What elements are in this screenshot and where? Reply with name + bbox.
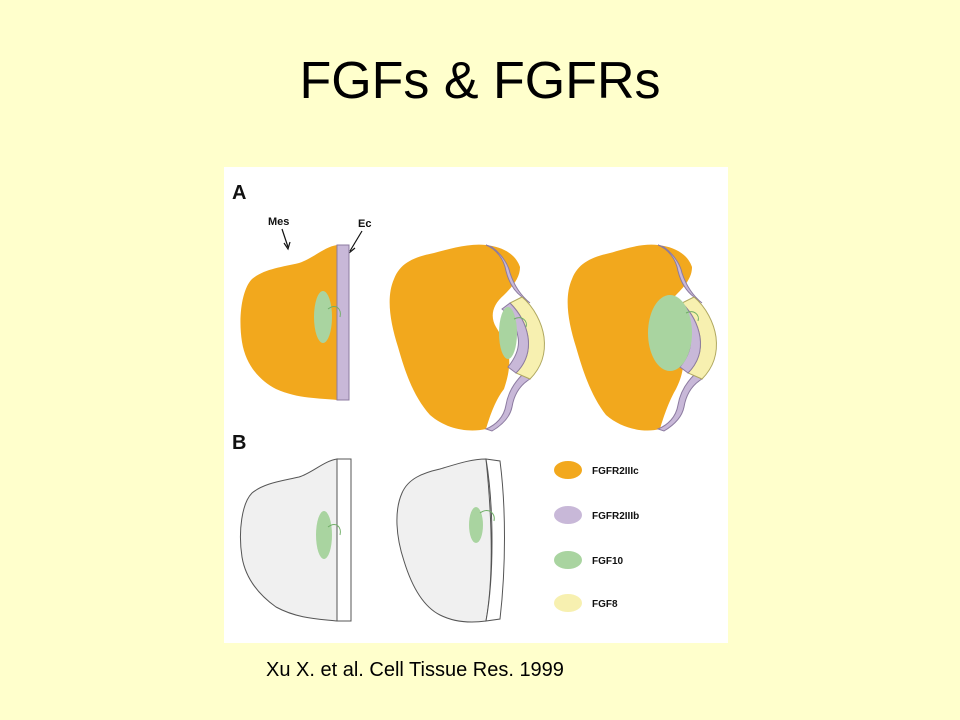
- mesenchyme-shape-a2: [389, 244, 520, 431]
- ec-arrow-line: [349, 230, 363, 252]
- legend-label-fgf8: FGF8: [592, 599, 618, 610]
- legend-swatch-fgf8: [554, 594, 582, 612]
- outline-shape-b1: [239, 458, 338, 622]
- legend-label-fgfr2iiic: FGFR2IIIc: [592, 466, 639, 477]
- ectoderm-a1: [336, 244, 350, 401]
- citation: Xu X. et al. Cell Tissue Res. 1999: [266, 659, 564, 681]
- mes-arrow-head: [283, 241, 291, 251]
- legend: FGFR2IIIc FGFR2IIIb FGF10 FGF8: [554, 461, 639, 612]
- fgf10-a1: [314, 291, 332, 343]
- panel-a-label: A: [232, 182, 246, 204]
- mes-arrow-line: [281, 228, 289, 248]
- legend-swatch-fgfr2iiib: [554, 506, 582, 524]
- label-mes: Mes: [268, 216, 289, 228]
- ectoderm-a3-lower: [656, 374, 704, 432]
- fgf10-arrow-a3: [685, 311, 699, 322]
- fgf10-b2: [469, 507, 483, 543]
- fgf10-b1: [316, 511, 332, 559]
- mesenchyme-shape-a1: [240, 245, 337, 400]
- ectoderm-a3: [657, 244, 703, 304]
- ectoderm-a2: [485, 244, 531, 304]
- outline-ectoderm-b1: [336, 458, 352, 622]
- fgf10-arrow-b1: [327, 524, 341, 536]
- legend-label-fgf10: FGF10: [592, 556, 624, 567]
- fgf10-arrow-b2: [479, 510, 495, 522]
- legend-label-fgfr2iiib: FGFR2IIIb: [592, 511, 639, 522]
- legend-swatch-fgfr2iiic: [554, 461, 582, 479]
- panel-b-label: B: [232, 432, 246, 454]
- fgf10-arrow-a1: [327, 306, 341, 318]
- slide-title: FGFs & FGFRs: [299, 52, 661, 110]
- fgf10-a2: [499, 307, 517, 359]
- label-ec: Ec: [358, 218, 371, 230]
- fgf-diagram: A B Mes Ec: [232, 182, 717, 623]
- fgf10-arrow-a2: [513, 317, 527, 328]
- ectoderm-a2-lower: [484, 374, 532, 432]
- legend-swatch-fgf10: [554, 551, 582, 569]
- figure-panel: A B Mes Ec: [224, 167, 728, 643]
- mesenchyme-shape-a3: [567, 244, 692, 431]
- fgf10-a3: [648, 295, 692, 371]
